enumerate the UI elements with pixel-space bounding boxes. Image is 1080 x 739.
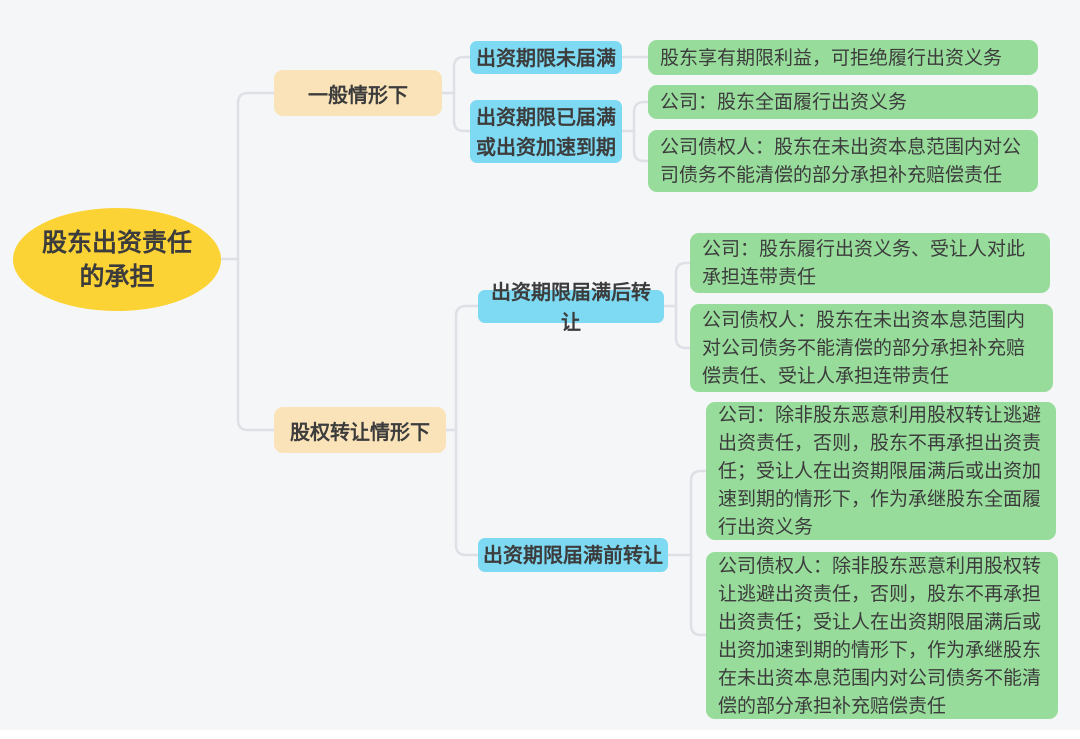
root-node-label: 股东出资责任的承担 (41, 227, 192, 291)
leaf-company-malicious-transfer-text: 公司：除非股东恶意利用股权转让逃避出资责任，否则，股东不再承担出资责任；受让人在… (718, 404, 1042, 538)
sub-deadline-not-due-label: 出资期限未届满 (476, 45, 616, 70)
leaf-node-creditor-joint-liability[interactable]: 公司债权人：股东在未出资本息范围内对公司债务不能清偿的部分承担补充赔偿责任、受让… (690, 304, 1053, 392)
branch-equity-transfer-label: 股权转让情形下 (290, 419, 430, 444)
sub-transfer-after-label: 出资期限届满后转让 (491, 279, 651, 334)
leaf-node-company-full-performance[interactable]: 公司：股东全面履行出资义务 (648, 85, 1038, 119)
sub-node-deadline-due-or-accelerated[interactable]: 出资期限已届满或出资加速到期 (470, 100, 622, 163)
branch-general-label: 一般情形下 (308, 82, 408, 107)
sub-transfer-before-label: 出资期限届满前转让 (483, 543, 663, 567)
leaf-node-company-malicious-transfer[interactable]: 公司：除非股东恶意利用股权转让逃避出资责任，否则，股东不再承担出资责任；受让人在… (706, 402, 1056, 540)
sub-deadline-due-label: 出资期限已届满或出资加速到期 (476, 104, 616, 159)
leaf-creditor-joint-liability-text: 公司债权人：股东在未出资本息范围内对公司债务不能清偿的部分承担补充赔偿责任、受让… (702, 309, 1026, 387)
leaf-node-company-joint-liability[interactable]: 公司：股东履行出资义务、受让人对此承担连带责任 (690, 233, 1050, 293)
branch-node-general-situation[interactable]: 一般情形下 (274, 70, 442, 116)
leaf-term-benefit-text: 股东享有期限利益，可拒绝履行出资义务 (660, 46, 1003, 69)
leaf-node-shareholder-term-benefit[interactable]: 股东享有期限利益，可拒绝履行出资义务 (648, 40, 1038, 75)
leaf-company-joint-liability-text: 公司：股东履行出资义务、受让人对此承担连带责任 (702, 238, 1026, 288)
sub-node-transfer-after-deadline[interactable]: 出资期限届满后转让 (478, 280, 664, 334)
root-node-topic[interactable]: 股东出资责任的承担 (13, 208, 221, 311)
branch-node-equity-transfer-situation[interactable]: 股权转让情形下 (274, 407, 446, 453)
leaf-node-creditor-malicious-transfer[interactable]: 公司债权人：除非股东恶意利用股权转让逃避出资责任，否则，股东不再承担出资责任；受… (706, 552, 1058, 719)
sub-node-deadline-not-due[interactable]: 出资期限未届满 (470, 41, 622, 74)
leaf-company-full-performance-text: 公司：股东全面履行出资义务 (660, 91, 908, 113)
leaf-node-creditor-supplementary-liability[interactable]: 公司债权人：股东在未出资本息范围内对公司债务不能清偿的部分承担补充赔偿责任 (648, 130, 1038, 192)
sub-node-transfer-before-deadline[interactable]: 出资期限届满前转让 (478, 538, 668, 572)
bottom-white-strip (0, 730, 1080, 739)
leaf-creditor-malicious-transfer-text: 公司债权人：除非股东恶意利用股权转让逃避出资责任，否则，股东不再承担出资责任；受… (718, 554, 1042, 717)
leaf-creditor-supplementary-text: 公司债权人：股东在未出资本息范围内对公司债务不能清偿的部分承担补充赔偿责任 (660, 136, 1022, 186)
